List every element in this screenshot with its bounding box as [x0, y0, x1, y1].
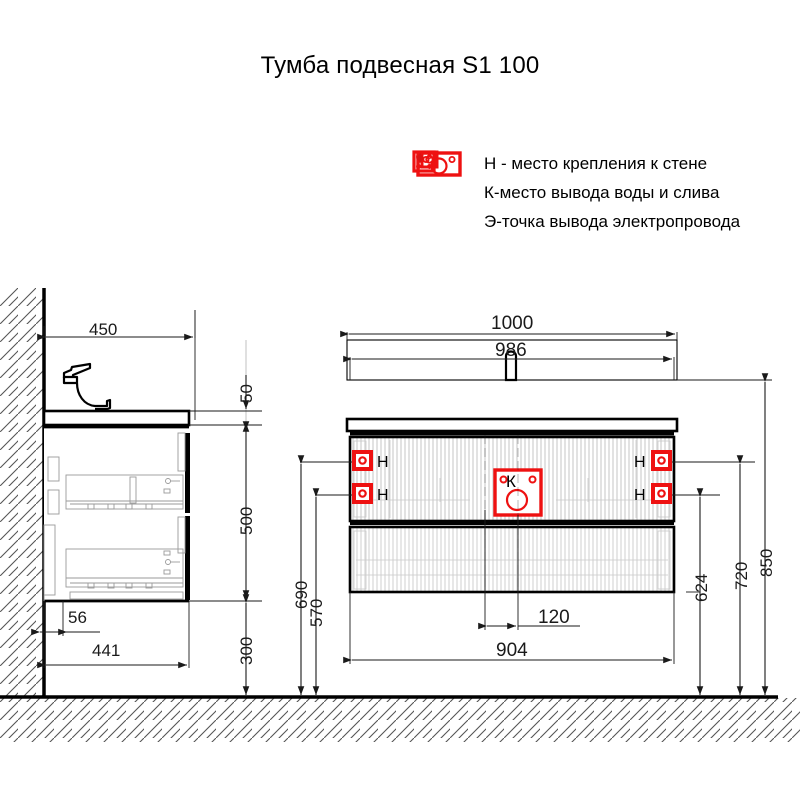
floor-hatch — [0, 695, 800, 742]
dim-lower-row-height: 624 — [692, 573, 711, 602]
wall-mount-marker-top-right: H — [634, 450, 672, 471]
page-title: Тумба подвесная S1 100 — [260, 52, 540, 79]
dim-lower-mount-height: 570 — [307, 598, 326, 627]
electric-point-diamond-icon — [416, 153, 424, 163]
svg-text:H: H — [634, 487, 646, 504]
dim-countertop-width: 1000 — [491, 313, 534, 334]
legend-label-water-outlet: К-место вывода воды и слива — [484, 183, 720, 202]
side-view-geometry — [42, 362, 191, 620]
faucet-icon — [62, 362, 112, 411]
wall-hatch — [0, 288, 46, 698]
svg-text:H: H — [634, 454, 646, 471]
dim-upper-row-height: 720 — [732, 561, 751, 590]
legend-label-wall-mount: H - место крепления к стене — [484, 154, 708, 173]
dim-floor-clearance: 300 — [237, 636, 256, 665]
legend-label-electric-point: Э-точка вывода электропровода — [484, 212, 741, 231]
dim-countertop-thickness: 50 — [237, 384, 256, 403]
dim-cabinet-width: 986 — [495, 340, 527, 361]
legend: H - место крепления к стене К-место выво… — [412, 150, 800, 237]
svg-text:К: К — [506, 472, 516, 491]
front-view-geometry — [345, 339, 679, 594]
dim-depth-total: 450 — [89, 320, 118, 339]
dim-wall-offset: 56 — [68, 608, 87, 627]
front-view-dimensions — [297, 330, 772, 695]
dim-mount-span-width: 904 — [496, 640, 528, 661]
svg-text:H: H — [377, 487, 389, 504]
wall-mount-marker-top-left: H — [352, 450, 389, 471]
legend-item-water-outlet: К-место вывода воды и слива — [412, 151, 800, 207]
side-view-dimensions — [31, 310, 262, 697]
dim-drain-offset: 120 — [538, 607, 570, 628]
dim-cabinet-depth: 441 — [92, 641, 121, 660]
water-drain-outlet-icon — [416, 151, 462, 177]
dim-total-height: 850 — [757, 548, 776, 577]
wall-mount-marker-bottom-left: H — [352, 483, 389, 504]
legend-item-electric-point: Э-точка вывода электропровода — [412, 153, 800, 236]
svg-text:H: H — [377, 454, 389, 471]
dim-cabinet-height: 500 — [237, 506, 256, 535]
wall-mount-marker-bottom-right: H — [634, 483, 672, 504]
